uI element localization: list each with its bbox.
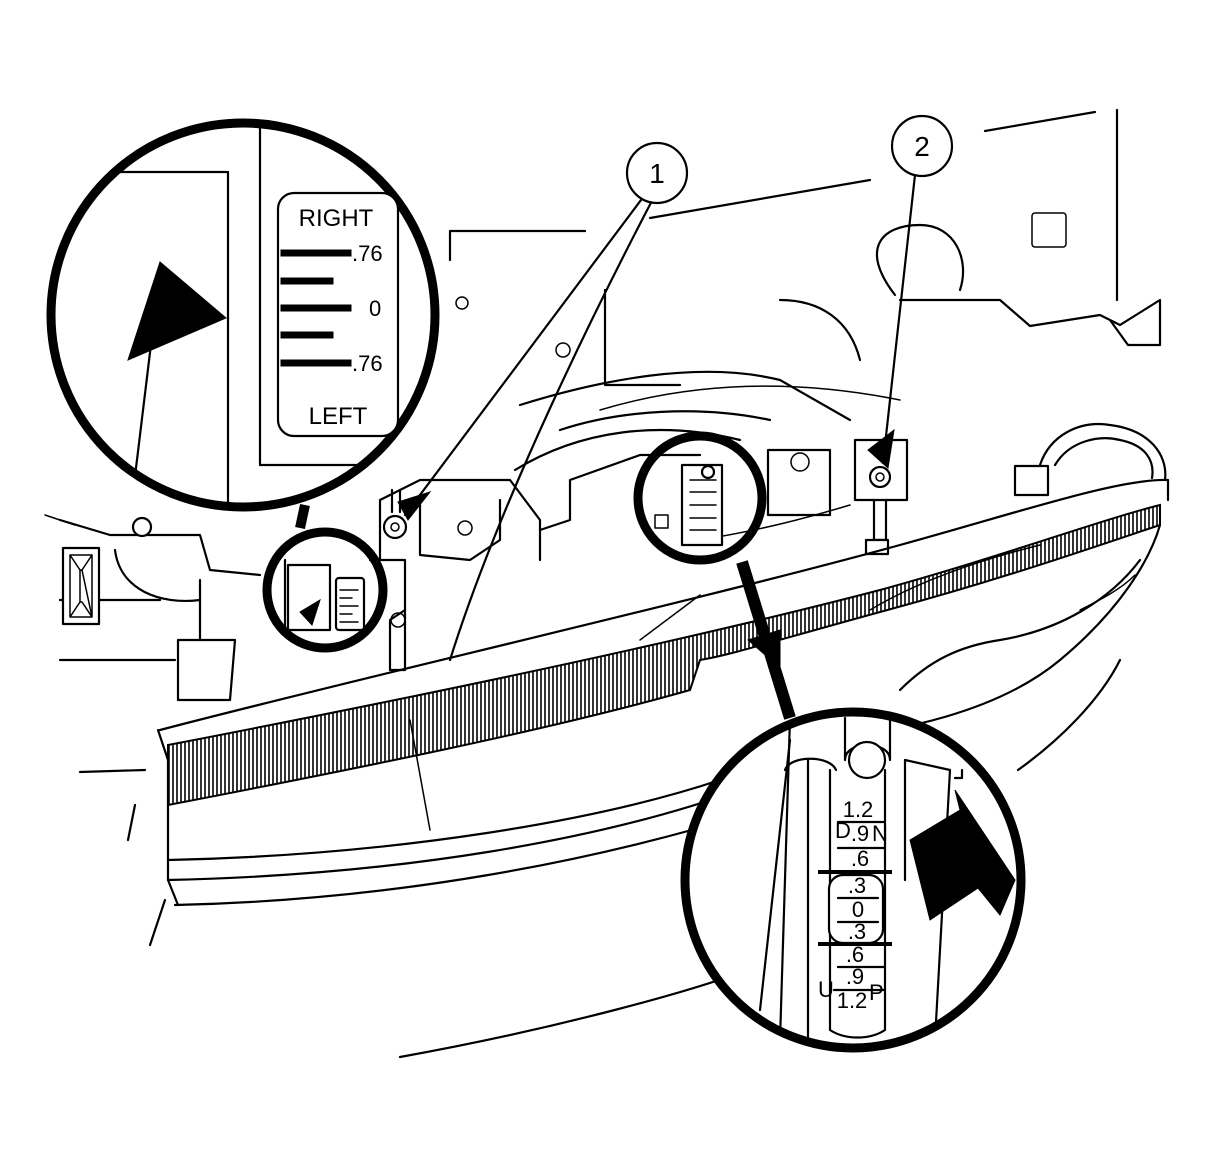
callout-2-number: 2 (914, 131, 930, 162)
scale-letter-n: N (872, 821, 888, 846)
scale-upper-0-6: .6 (851, 846, 869, 871)
scale-letter-d: D (835, 818, 851, 843)
scale-letter-p: P (869, 980, 884, 1005)
scale-letter-u: U (818, 977, 834, 1002)
small-vertical-gauge-view (633, 431, 767, 565)
gauge-tick-top: .76 (352, 241, 383, 266)
scale-lower-0-3: .3 (848, 919, 866, 944)
horizontal-gauge-label: RIGHT .76 0 .76 LEFT (276, 191, 400, 438)
scale-bottom-1-2: 1.2 (837, 988, 868, 1013)
callout-1: 1 (625, 141, 689, 205)
scale-upper-0-3: .3 (848, 873, 866, 898)
gauge-tick-bottom: .76 (352, 351, 383, 376)
connector-left-magnifier (295, 503, 310, 530)
callout-2: 2 (890, 114, 954, 178)
callout-1-number: 1 (649, 158, 665, 189)
vertical-gauge-scale: 1.2 D .9 N .6 .3 0 .3 .6 .9 U P 1.2 (818, 797, 892, 1013)
scale-lower-0-9: .9 (846, 964, 864, 989)
callout-leaders (403, 173, 917, 662)
arrow-to-screw-2 (867, 428, 895, 469)
magnifier-vertical-gauge: 1.2 D .9 N .6 .3 0 .3 .6 .9 U P 1.2 (680, 707, 1026, 1053)
scale-lower-0-6: .6 (846, 942, 864, 967)
gauge-label-right: RIGHT (299, 205, 374, 232)
headlamp-lens-hatched (167, 503, 1161, 807)
connector-arrow (746, 629, 781, 670)
magnified-arrow-left (127, 261, 227, 361)
scale-upper-0-9: .9 (851, 821, 869, 846)
magnified-arrow-right (909, 789, 1016, 921)
headlamp-assembly (156, 478, 1170, 907)
small-horizontal-gauge-view (262, 527, 388, 653)
gauge-label-left: LEFT (309, 403, 368, 430)
magnifier-horizontal-gauge: RIGHT .76 0 .76 LEFT (46, 118, 440, 512)
gauge-mount-hole (847, 740, 887, 780)
scale-top-1-2: 1.2 (843, 797, 874, 822)
gauge-tick-center: 0 (369, 296, 381, 321)
screw-1 (382, 488, 408, 540)
arrow-to-screw-1 (397, 491, 432, 521)
scale-zero: 0 (852, 897, 864, 922)
